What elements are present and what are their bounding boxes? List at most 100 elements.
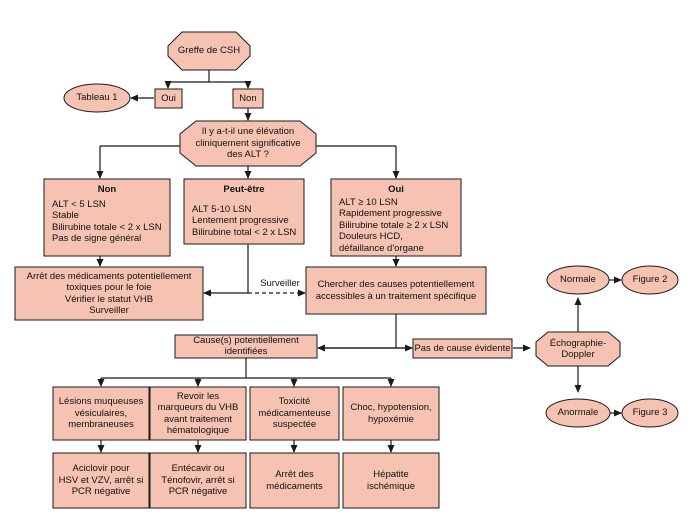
- col-oui-heading: Oui: [388, 184, 404, 195]
- question-shape: [179, 120, 317, 167]
- col-oui-line: ALT ≥ 10 LSN: [339, 196, 398, 208]
- anormale-node: Anormale: [546, 399, 610, 427]
- arret-shape: [14, 266, 204, 321]
- col-peutetre-line: Lentement progressive: [192, 215, 289, 226]
- pas-cause-node: Pas de cause évidente: [413, 339, 512, 358]
- col-peutetre-line: ALT 5-10 LSN: [192, 203, 252, 215]
- lesions-line: vésiculaires,: [74, 407, 128, 419]
- choc-line: Choc, hypotension,: [350, 402, 432, 413]
- aciclovir-line: HSV et VZV, arrêt si: [58, 474, 144, 486]
- chercher-line: Chercher des causes potentiellement: [317, 279, 475, 290]
- col-non-line: Pas de signe général: [52, 233, 142, 244]
- revoir-line: avant traitement: [163, 413, 233, 425]
- anormale-label: Anormale: [557, 407, 599, 419]
- lesions-line: membraneuses: [68, 419, 134, 431]
- causes-shape: [174, 334, 318, 359]
- question-line: des ALT ?: [227, 149, 269, 161]
- lesions-line: Lésions muqueuses: [58, 396, 144, 408]
- non-top-shape: [232, 88, 264, 109]
- question-line: Il y a-t-il une élévation: [201, 126, 295, 138]
- arret-med-line: Arrêt des: [275, 469, 314, 480]
- figure3-node[interactable]: Figure 3: [622, 399, 678, 427]
- arret-line: Arrêt des médicaments potentiellement: [26, 270, 192, 282]
- lesions-shape: [52, 386, 150, 441]
- greffe-label: Greffe de CSH: [177, 45, 241, 57]
- toxicite-shape: [249, 386, 340, 441]
- greffe-node: Greffe de CSH: [168, 32, 250, 70]
- lesions-node: Lésions muqueuses vésiculaires, membrane…: [53, 387, 149, 440]
- arret-med-node: Arrêt des médicaments: [250, 453, 339, 508]
- node-shapes: [14, 31, 679, 509]
- entecavir-line: Entécavir ou: [171, 463, 225, 475]
- anormale-shape: [545, 398, 611, 428]
- arret-med-line: médicaments: [266, 480, 323, 492]
- pas-cause-label: Pas de cause évidente: [414, 342, 511, 354]
- chercher-node: Chercher des causes potentiellement acce…: [306, 267, 486, 314]
- oui-top-node: Oui: [155, 89, 182, 108]
- figure3-label: Figure 3: [632, 407, 668, 419]
- tableau1-label: Tableau 1: [76, 92, 118, 104]
- revoir-shape: [149, 386, 247, 441]
- col-oui-shape: [330, 178, 462, 257]
- tableau1-node[interactable]: Tableau 1: [64, 84, 130, 112]
- col-peutetre-shape: [183, 178, 305, 245]
- toxicite-line: suspectée: [272, 419, 317, 431]
- causes-node: Cause(s) potentiellement identifiées: [175, 335, 317, 358]
- col-non-line: Bilirubine totale < 2 x LSN: [52, 221, 162, 233]
- arret-med-shape: [249, 452, 340, 509]
- hepatite-line: Hépatite: [373, 469, 409, 480]
- col-oui-line: défaillance d'organe: [339, 242, 424, 254]
- col-oui-line: Rapidement progressive: [339, 208, 442, 219]
- figure2-label: Figure 2: [632, 274, 668, 286]
- aciclovir-line: Aciclovir pour: [72, 463, 130, 475]
- question-line: cliniquement significative: [195, 137, 301, 149]
- choc-shape: [342, 386, 440, 441]
- surveiller-edge-label: Surveiller: [255, 278, 305, 290]
- toxicite-line: Toxicité: [278, 396, 311, 408]
- chercher-shape: [305, 266, 487, 315]
- entecavir-shape: [149, 452, 247, 509]
- entecavir-line: Ténofovir, arrêt si: [161, 474, 235, 486]
- revoir-node: Revoir les marqueurs du VHB avant traite…: [150, 387, 246, 440]
- col-non-line: ALT < 5 LSN: [52, 198, 106, 210]
- revoir-line: hématologique: [166, 425, 230, 436]
- figure2-shape: [621, 265, 679, 295]
- normale-shape: [546, 265, 610, 295]
- arret-line: toxiques pour le foie: [66, 282, 152, 293]
- col-oui-line: Douleurs HCD,: [339, 231, 403, 242]
- entecavir-node: Entécavir ou Ténofovir, arrêt si PCR nég…: [150, 453, 246, 508]
- echo-line: Échographie-: [549, 337, 607, 349]
- col-oui-node: Oui ALT ≥ 10 LSN Rapidement progressive …: [331, 179, 461, 256]
- col-oui-line: Bilirubine totale ≥ 2 x LSN: [339, 219, 449, 231]
- arret-line: Vérifier le statut VHB: [64, 293, 154, 305]
- greffe-shape: [167, 31, 251, 71]
- causes-line: Cause(s) potentiellement: [193, 335, 299, 346]
- normale-node: Normale: [547, 266, 609, 294]
- col-non-node: Non ALT < 5 LSN Stable Bilirubine totale…: [44, 179, 170, 256]
- hepatite-shape: [342, 452, 440, 509]
- revoir-line: Revoir les: [176, 390, 220, 402]
- toxicite-node: Toxicité médicamenteuse suspectée: [250, 387, 339, 440]
- hepatite-node: Hépatite ischémique: [343, 453, 439, 508]
- tableau1-shape: [63, 83, 131, 113]
- arret-line: Surveiller: [89, 305, 129, 316]
- non-top-node: Non: [233, 89, 263, 108]
- revoir-line: marqueurs du VHB: [157, 402, 239, 413]
- col-peutetre-line: Bilirubine total < 2 x LSN: [192, 226, 297, 238]
- chercher-line: accessibles à un traitement spécifique: [315, 290, 477, 302]
- toxicite-line: médicamenteuse: [258, 407, 331, 419]
- choc-node: Choc, hypotension, hypoxémie: [343, 387, 439, 440]
- echo-shape: [535, 331, 621, 367]
- choc-line: hypoxémie: [368, 413, 414, 425]
- aciclovir-shape: [52, 452, 150, 509]
- question-node: Il y a-t-il une élévation cliniquement s…: [180, 121, 316, 166]
- figure2-node[interactable]: Figure 2: [622, 266, 678, 294]
- echo-node: Échographie- Doppler: [536, 332, 620, 366]
- surveiller-label: Surveiller: [260, 278, 300, 290]
- col-peutetre-heading: Peut-être: [223, 184, 265, 195]
- aciclovir-line: PCR négative: [71, 486, 131, 498]
- normale-label: Normale: [560, 274, 596, 286]
- non-top-label: Non: [239, 92, 257, 104]
